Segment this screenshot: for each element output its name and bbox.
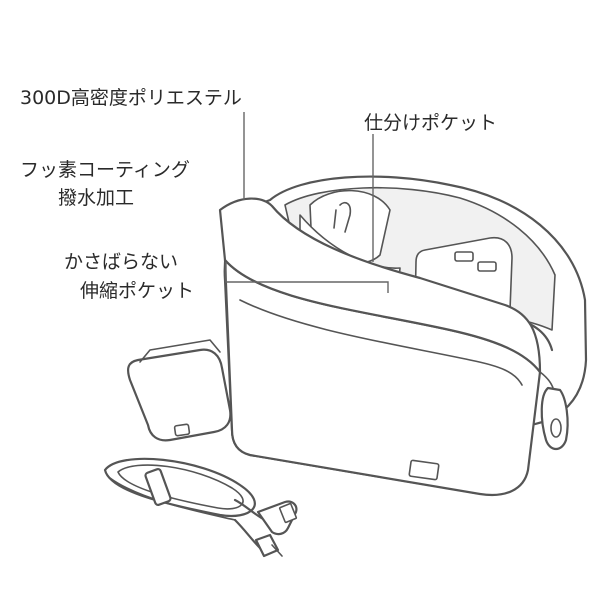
callout-stretch-line1: かさばらない: [64, 251, 179, 273]
callout-material: 300D高密度ポリエステル: [20, 87, 242, 109]
leader-stretch: [225, 262, 389, 293]
brand-tag: [408, 459, 440, 481]
usb-cable: [103, 457, 298, 558]
callout-divider-pocket: 仕分けポケット: [364, 112, 498, 134]
callout-stretch-line2: 伸縮ポケット: [80, 280, 195, 302]
callout-coating-line1: フッ素コーティング: [20, 159, 190, 181]
pouch-front-flap: [218, 197, 542, 374]
zipper-pull: [539, 371, 569, 451]
ac-adapter: [127, 339, 232, 442]
callout-coating-line2: 撥水加工: [58, 187, 135, 209]
